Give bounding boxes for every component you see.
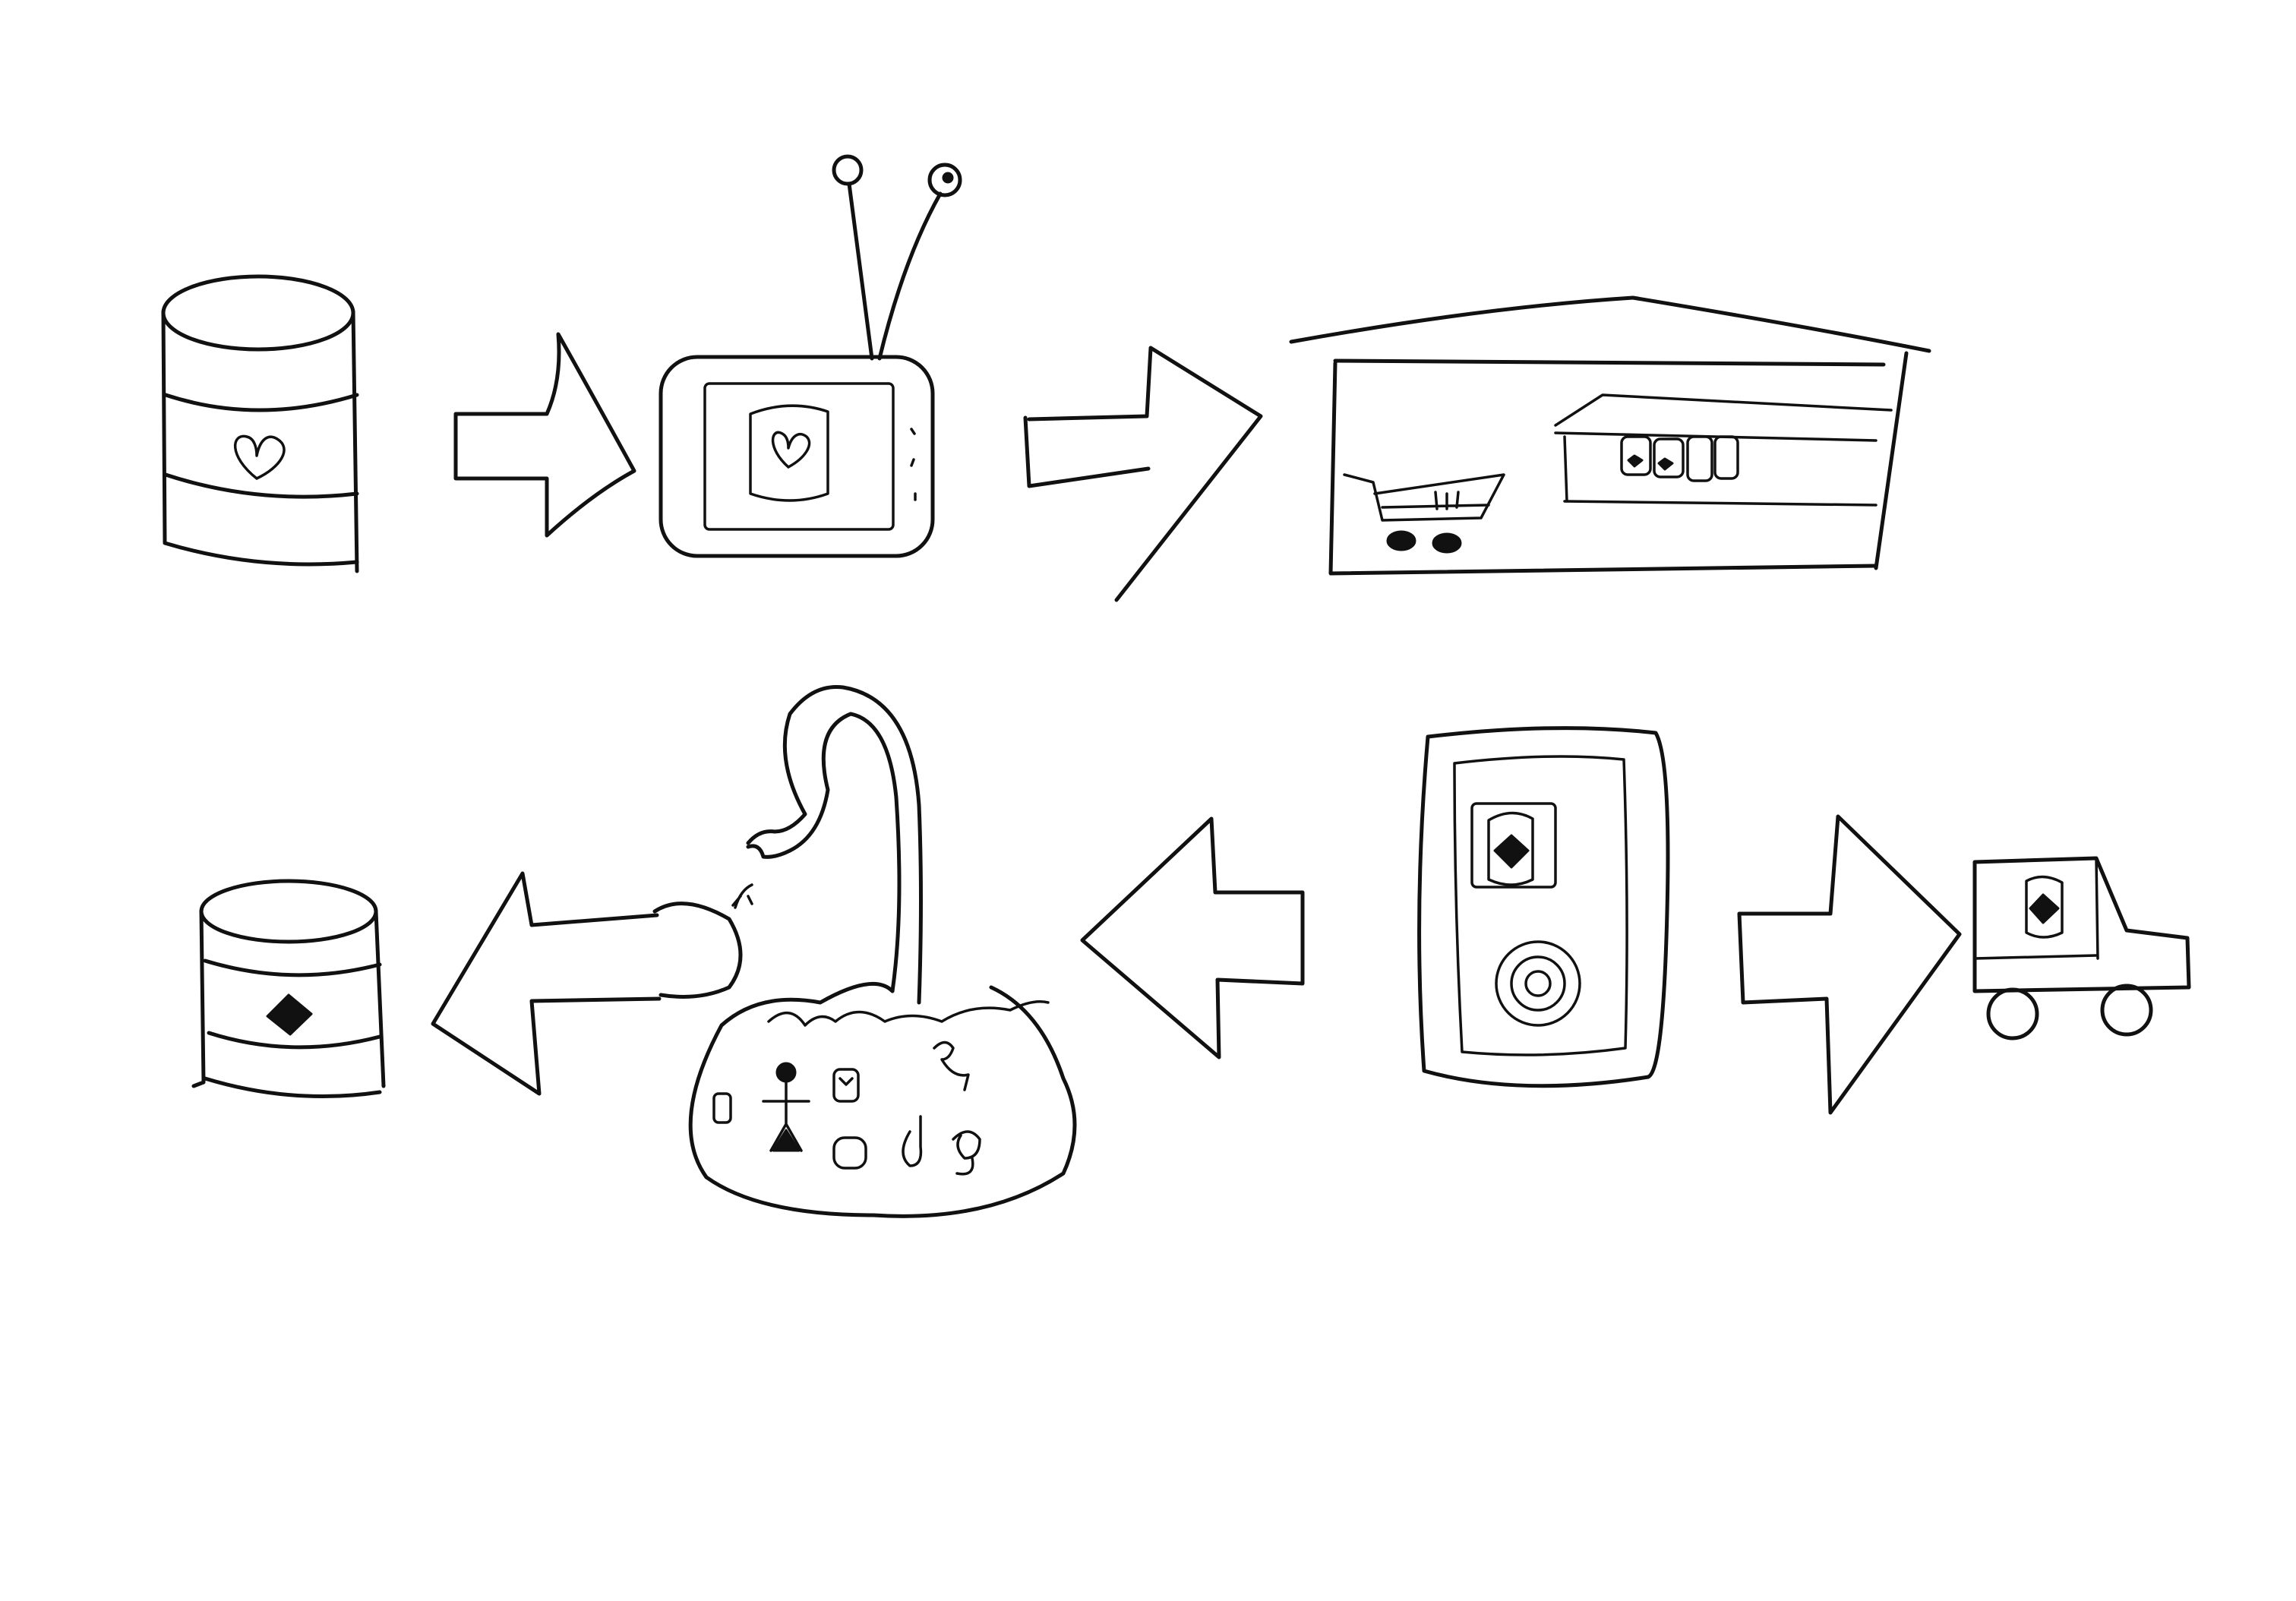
arrow-right-2: [1023, 346, 1263, 602]
arrow-left-1: [431, 871, 662, 1096]
heart-can-icon: [161, 274, 359, 573]
supermarket-icon: [1289, 295, 1931, 576]
diamond-can-icon: [191, 879, 386, 1099]
arrow-right-1: [453, 332, 636, 538]
tv-icon: [658, 154, 962, 558]
truck-icon: [1972, 856, 2191, 1040]
arrow-left-2: [1080, 816, 1305, 1059]
arrow-right-3: [1737, 814, 1962, 1115]
phone-icon: [1417, 726, 1670, 1088]
pipe-pool-icon: [652, 684, 1077, 1218]
